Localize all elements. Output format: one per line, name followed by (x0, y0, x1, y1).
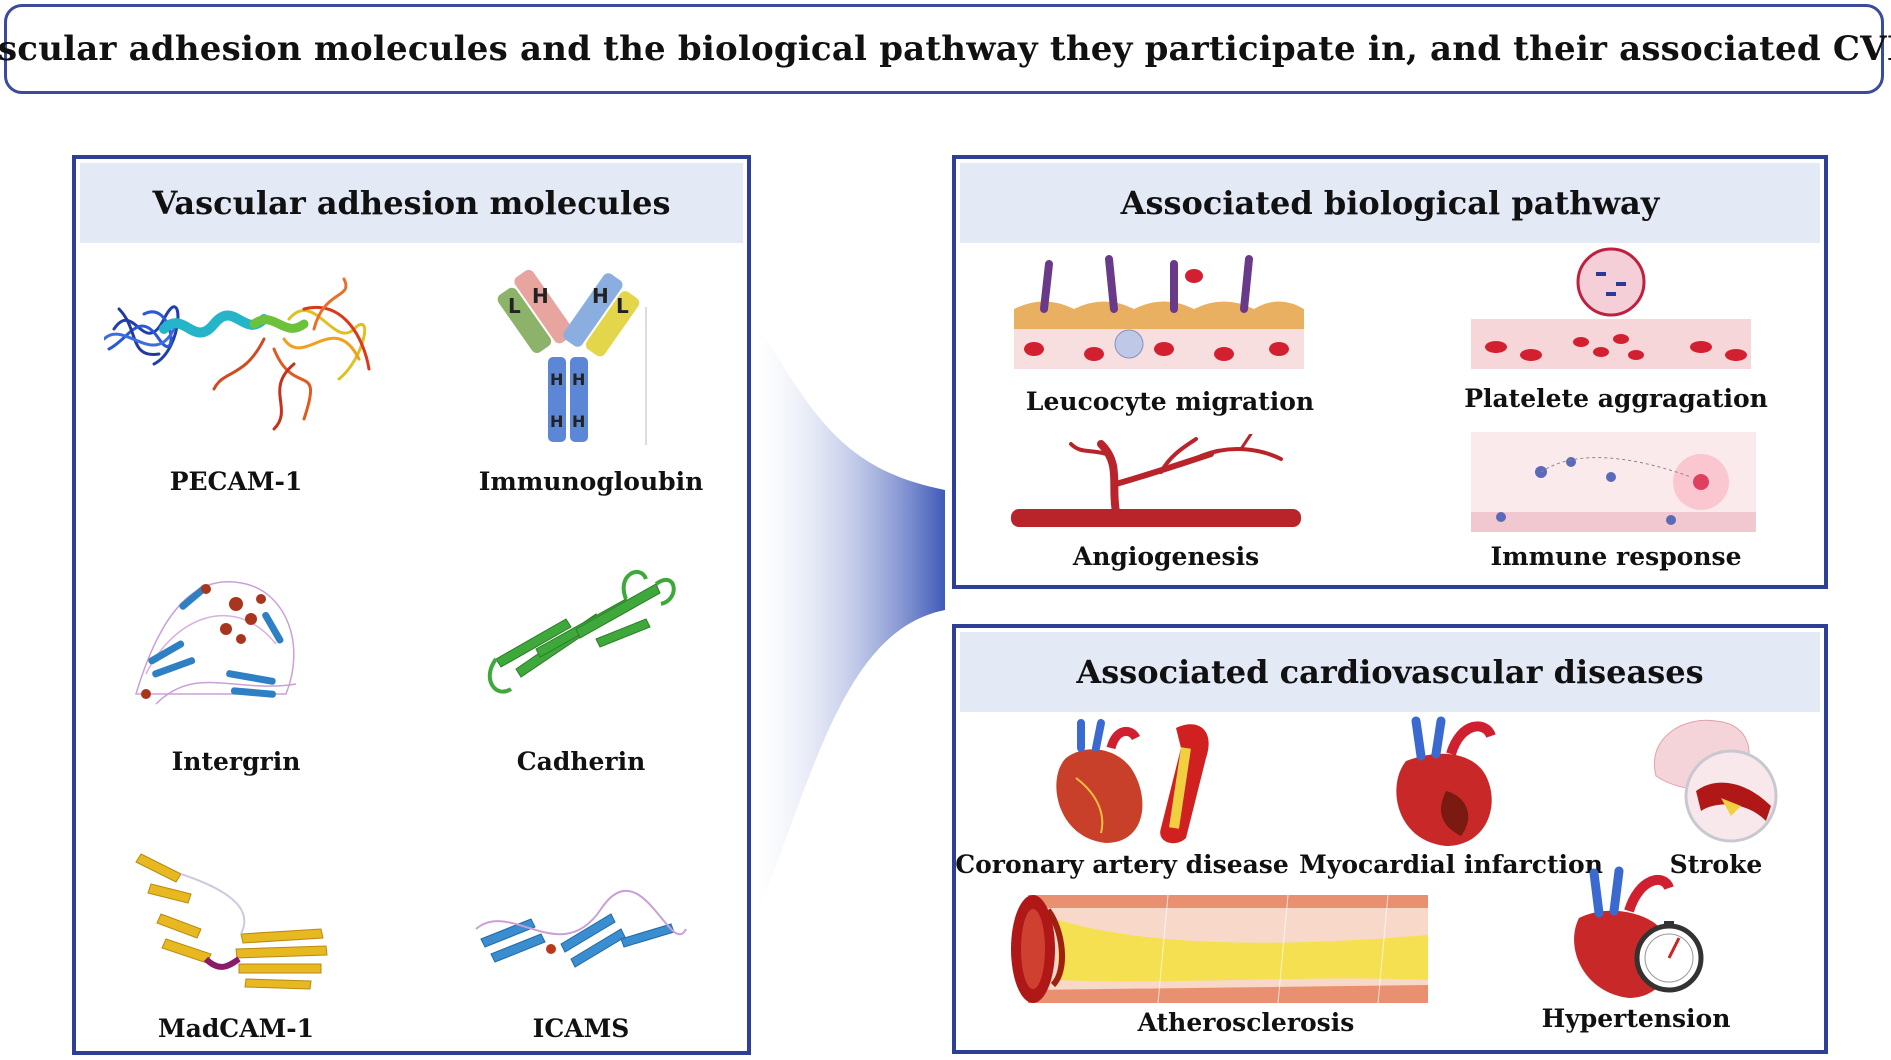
pathway-panel: Associated biological pathway Leucocyte … (952, 155, 1828, 589)
funnel-connector (755, 320, 945, 920)
pathway-panel-title: Associated biological pathway (1120, 184, 1660, 222)
hypertension-image (1574, 866, 1704, 998)
molecule-label-integrin: Intergrin (171, 747, 301, 776)
diseases-panel-title: Associated cardiovascular diseases (1076, 653, 1704, 691)
disease-label-stroke: Stroke (1669, 850, 1763, 879)
antibody-heavy-letter: H (592, 284, 609, 308)
myocardial-infarction-image (1396, 716, 1496, 846)
stroke-image (1653, 719, 1778, 843)
molecule-label-madcam-1: MadCAM-1 (157, 1014, 315, 1043)
molecule-label-immunoglobulin: Immunogloubin (478, 467, 704, 496)
figure-title-box: Vascular adhesion molecules and the biol… (0, 4, 1891, 94)
pathway-label-angiogenesis: Angiogenesis (1072, 542, 1260, 571)
antibody-heavy-letter: H (550, 412, 563, 431)
antibody-heavy-letter: H (550, 370, 563, 389)
antibody-light-letter: L (508, 294, 521, 318)
molecules-panel-title: Vascular adhesion molecules (152, 184, 671, 222)
molecule-label-cadherin: Cadherin (516, 747, 646, 776)
disease-label-hypertension: Hypertension (1541, 1004, 1731, 1033)
antibody-heavy-letter: H (532, 284, 549, 308)
pathway-panel-header: Associated biological pathway (960, 163, 1820, 243)
disease-label-atherosclerosis: Atherosclerosis (1137, 1008, 1355, 1037)
immune-response-image (1471, 432, 1756, 532)
angiogenesis-image (1011, 434, 1301, 527)
pathway-label-platelet-aggregation: Platelete aggragation (1464, 384, 1768, 413)
diseases-panel: Associated cardiovascular diseases Coron… (952, 624, 1828, 1054)
molecules-panel: Vascular adhesion molecules PECAM-1 H L (72, 155, 751, 1055)
immunoglobulin-structure-image: H L H L H H H H (497, 269, 647, 445)
platelet-aggregation-image (1471, 247, 1751, 369)
atherosclerosis-image (1011, 894, 1428, 1004)
diseases-panel-header: Associated cardiovascular diseases (960, 632, 1820, 712)
icams-structure-image (475, 889, 687, 968)
antibody-heavy-letter: H (572, 412, 585, 431)
coronary-artery-disease-image (1056, 719, 1209, 844)
pathway-label-leucocyte-migration: Leucocyte migration (1025, 387, 1315, 416)
antibody-heavy-letter: H (572, 370, 585, 389)
leucocyte-migration-image (1014, 255, 1304, 369)
molecule-label-pecam-1: PECAM-1 (169, 467, 303, 496)
cadherin-structure-image (487, 569, 676, 694)
pecam-1-structure-image (104, 277, 371, 431)
pathway-label-immune-response: Immune response (1490, 542, 1742, 571)
disease-label-coronary-artery-disease-text: Coronary artery disease (955, 850, 1289, 879)
antibody-light-letter: L (616, 294, 629, 318)
molecule-label-icams: ICAMS (532, 1014, 630, 1043)
madcam-1-structure-image (135, 853, 328, 990)
integrin-structure-image (134, 580, 297, 705)
disease-label-myocardial-infarction: Myocardial infarction (1299, 850, 1603, 879)
figure-title: Vascular adhesion molecules and the biol… (0, 29, 1891, 69)
molecules-panel-header: Vascular adhesion molecules (80, 163, 743, 243)
